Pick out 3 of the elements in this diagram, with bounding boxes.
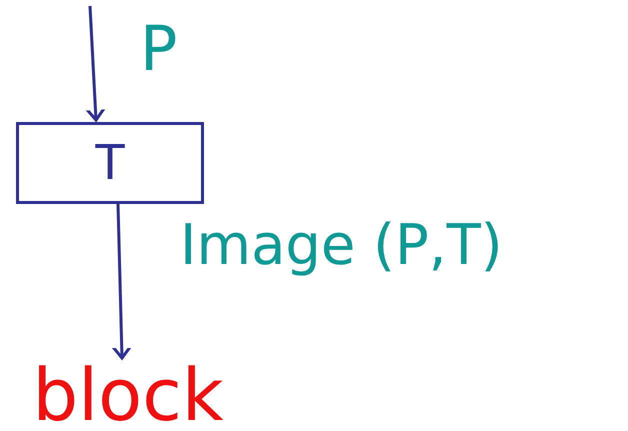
- end-label: block: [8, 360, 248, 430]
- process-box: [16, 122, 204, 204]
- box-label: T: [95, 139, 125, 187]
